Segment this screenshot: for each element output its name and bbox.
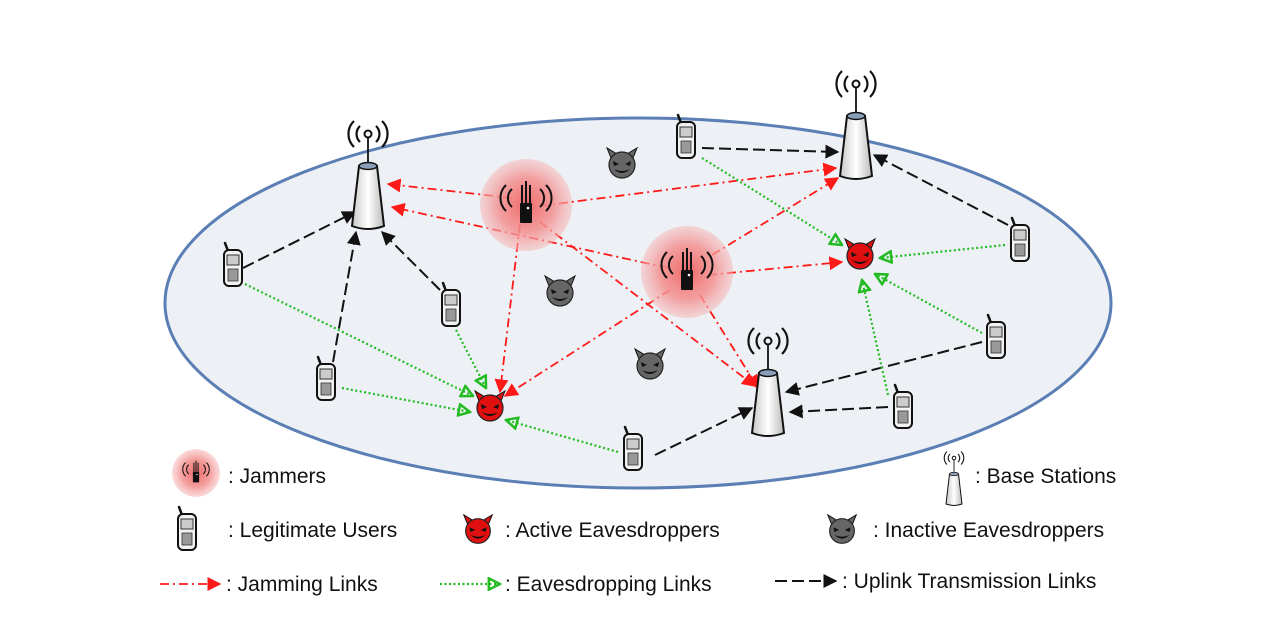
red-devil-icon bbox=[473, 389, 507, 422]
phone-icon bbox=[893, 383, 913, 429]
phone-icon bbox=[1010, 216, 1030, 262]
red-devil-icon bbox=[843, 237, 877, 270]
eavesdropping-link bbox=[880, 243, 1006, 258]
legend-eavesdropping-links: : Eavesdropping Links bbox=[505, 573, 712, 596]
cell-area bbox=[163, 116, 1113, 490]
eavesdropping-link bbox=[506, 420, 619, 454]
uplink-link bbox=[701, 144, 840, 159]
legend-inactive-eavesdroppers: : Inactive Eavesdroppers bbox=[873, 519, 1105, 542]
legend-legitimate-users: : Legitimate Users bbox=[228, 519, 398, 542]
jamming-link bbox=[539, 162, 838, 207]
gray-devil-icon bbox=[633, 347, 667, 380]
legend-base-station-icon bbox=[943, 451, 965, 506]
base-station-icon bbox=[347, 120, 389, 230]
legend-jammers: : Jammers bbox=[228, 465, 327, 488]
gray-devil-icon bbox=[543, 274, 577, 307]
phone-icon bbox=[623, 425, 643, 471]
jamming-link bbox=[503, 289, 671, 397]
uplink-link bbox=[872, 154, 1009, 226]
base-station-icon bbox=[747, 327, 789, 437]
eavesdropping-link bbox=[341, 386, 470, 412]
gray-devil-icon bbox=[605, 146, 639, 179]
legend-red-devil-icon bbox=[462, 513, 494, 544]
phone-icon bbox=[986, 313, 1006, 359]
legend-uplink-links: : Uplink Transmission Links bbox=[842, 570, 1097, 593]
jammer-icon bbox=[641, 226, 733, 318]
phone-icon bbox=[223, 241, 243, 287]
phone-icon bbox=[316, 355, 336, 401]
jammer-icon bbox=[480, 159, 572, 251]
eavesdropping-link bbox=[862, 280, 890, 396]
legend-jammer-icon bbox=[172, 449, 220, 497]
eavesdropping-link bbox=[455, 329, 486, 388]
legend-jamming-links: : Jamming Links bbox=[226, 573, 378, 596]
uplink-link bbox=[381, 231, 441, 291]
uplink-link bbox=[332, 230, 361, 363]
eavesdropping-link bbox=[244, 283, 473, 396]
uplink-link bbox=[654, 407, 754, 456]
eavesdropping-link bbox=[701, 157, 842, 245]
legend-active-eavesdroppers: : Active Eavesdroppers bbox=[505, 519, 720, 542]
phone-icon bbox=[676, 113, 696, 159]
legend-gray-devil-icon bbox=[826, 513, 858, 544]
jamming-link bbox=[711, 177, 840, 256]
jamming-link bbox=[494, 223, 521, 394]
phone-icon bbox=[441, 281, 461, 327]
legend-base-stations: : Base Stations bbox=[975, 465, 1117, 488]
jamming-link bbox=[539, 221, 757, 387]
uplink-link bbox=[242, 211, 357, 269]
legend-phone-icon bbox=[177, 505, 197, 551]
base-station-icon bbox=[835, 70, 877, 180]
